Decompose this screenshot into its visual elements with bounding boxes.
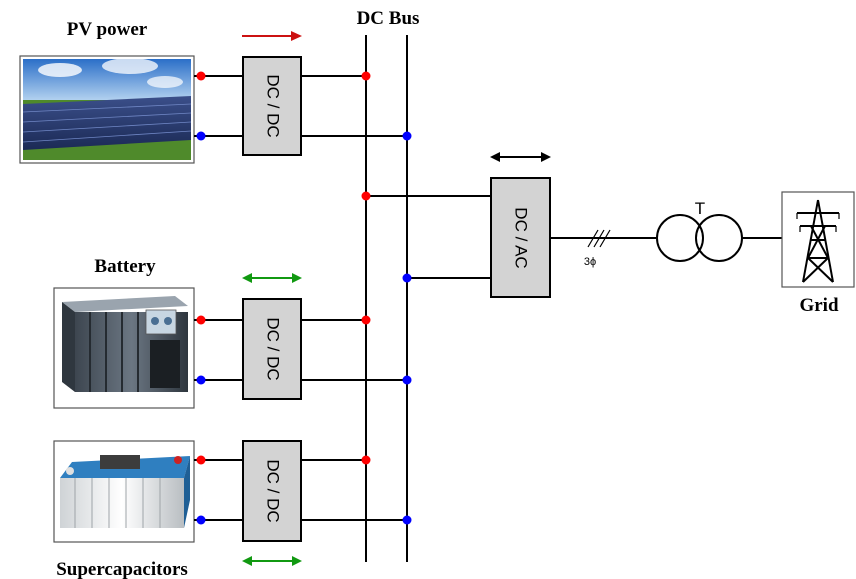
battery-bus-negative-node xyxy=(402,375,412,385)
supercap-converter-label: DC / DC xyxy=(264,459,283,522)
three-phase-marks xyxy=(587,229,611,248)
supercap-dcdc-converter xyxy=(242,440,302,542)
inverter-label: DC / AC xyxy=(512,207,531,268)
battery-dcdc-converter xyxy=(242,298,302,400)
dc-bus-label: DC Bus xyxy=(357,8,420,29)
dcac-inverter xyxy=(490,177,551,298)
transformer-label: T xyxy=(695,199,705,218)
pv-power-flow-arrow xyxy=(242,31,302,41)
pv-label: PV power xyxy=(67,19,148,40)
grid-bidirectional-arrow xyxy=(490,152,551,162)
pv-bus-negative-node xyxy=(402,131,412,141)
supercap-bidirectional-arrow xyxy=(242,556,302,566)
battery-bidirectional-arrow xyxy=(242,273,302,283)
supercap-positive-terminal xyxy=(196,455,206,465)
transformer-symbol xyxy=(656,214,743,262)
three-phase-label: 3ϕ xyxy=(584,256,596,268)
battery-positive-terminal xyxy=(196,315,206,325)
pv-converter-label: DC / DC xyxy=(264,74,283,137)
grid-bus-positive-node xyxy=(361,191,371,201)
battery-image xyxy=(53,287,195,409)
supercap-bus-positive-node xyxy=(361,455,371,465)
pv-dcdc-converter xyxy=(242,56,302,156)
supercapacitor-image xyxy=(53,440,195,543)
supercap-bus-negative-node xyxy=(402,515,412,525)
pv-bus-positive-node xyxy=(361,71,371,81)
battery-label: Battery xyxy=(94,256,156,277)
supercap-label: Supercapacitors xyxy=(56,559,188,579)
battery-negative-terminal xyxy=(196,375,206,385)
battery-converter-label: DC / DC xyxy=(264,317,283,380)
pv-positive-terminal xyxy=(196,71,206,81)
pv-negative-terminal xyxy=(196,131,206,141)
supercap-negative-terminal xyxy=(196,515,206,525)
battery-bus-positive-node xyxy=(361,315,371,325)
transmission-tower-icon xyxy=(781,191,855,288)
grid-label: Grid xyxy=(799,295,838,316)
grid-bus-negative-node xyxy=(402,273,412,283)
pv-panel-image xyxy=(19,55,195,164)
